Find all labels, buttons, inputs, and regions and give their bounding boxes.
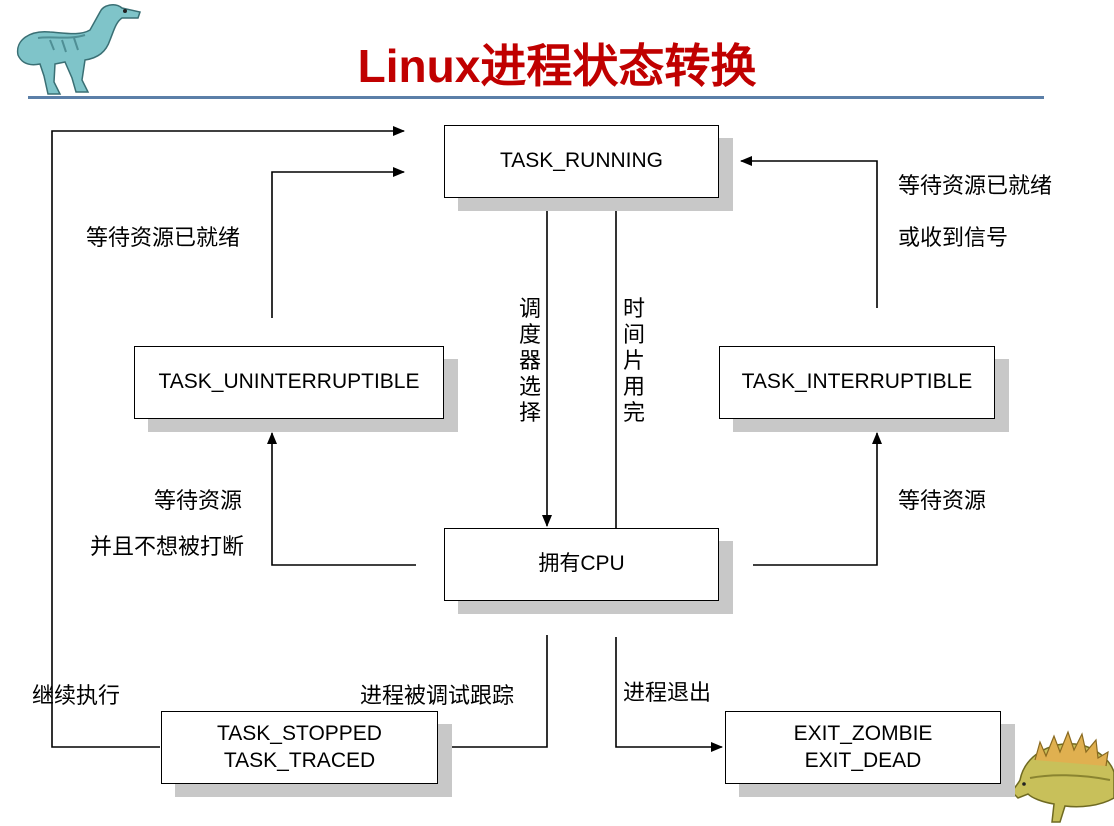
title-divider [28, 96, 1044, 99]
label-wait-resource-right: 等待资源 [898, 489, 987, 514]
state-task-uninterruptible: TASK_UNINTERRUPTIBLE [134, 346, 444, 419]
label-timeslice-done: 时间片用完 [622, 297, 645, 426]
state-task-running: TASK_RUNNING [444, 125, 719, 198]
state-task-interruptible: TASK_INTERRUPTIBLE [719, 346, 995, 419]
arrow-cpu-to-exit [615, 637, 723, 752]
label-resource-ready-right-1: 等待资源已就绪 [898, 174, 1053, 199]
state-task-running-label: TASK_RUNNING [500, 149, 663, 173]
arrow-cpu-to-interruptible [753, 432, 882, 566]
arrow-uninterruptible-to-running [271, 167, 405, 318]
state-has-cpu-label: 拥有CPU [538, 552, 625, 576]
label-wait-resource-left-1: 等待资源 [154, 489, 243, 514]
arrow-cpu-to-stopped [439, 635, 548, 752]
label-wait-resource-left-2: 并且不想被打断 [90, 535, 245, 560]
label-continue-exec: 继续执行 [32, 684, 121, 709]
state-exit-dead-label: EXIT_DEAD [804, 748, 922, 772]
label-scheduler-select: 调度器选择 [518, 297, 541, 426]
state-exit-zombie-label: EXIT_ZOMBIE [793, 721, 933, 745]
state-exit-zombie-dead: EXIT_ZOMBIE EXIT_DEAD [725, 711, 1001, 784]
state-task-stopped-label: TASK_STOPPED [217, 721, 382, 745]
label-resource-ready-left: 等待资源已就绪 [86, 226, 241, 251]
state-task-traced-label: TASK_TRACED [223, 748, 376, 772]
label-traced: 进程被调试跟踪 [360, 684, 515, 709]
state-task-stopped-traced: TASK_STOPPED TASK_TRACED [161, 711, 438, 784]
dinosaur-mascot-icon [16, 4, 141, 95]
label-exit: 进程退出 [623, 681, 712, 706]
state-has-cpu: 拥有CPU [444, 528, 719, 601]
stegosaurus-mascot-icon [1011, 730, 1114, 823]
state-task-interruptible-label: TASK_INTERRUPTIBLE [741, 370, 973, 394]
page-title: Linux进程状态转换 [357, 40, 757, 92]
arrow-continue-exec [51, 126, 405, 748]
arrow-cpu-to-uninterruptible [267, 432, 416, 566]
label-resource-ready-right-2: 或收到信号 [898, 226, 1009, 251]
arrow-interruptible-to-running [740, 156, 878, 308]
state-task-uninterruptible-label: TASK_UNINTERRUPTIBLE [158, 370, 420, 394]
